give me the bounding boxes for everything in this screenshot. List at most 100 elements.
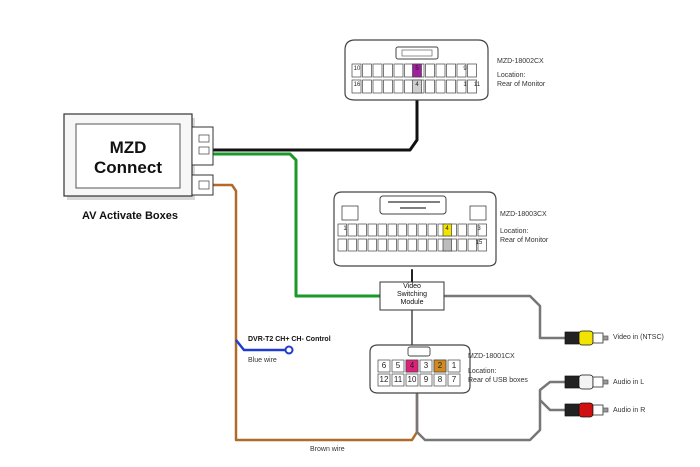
top-connector-part: MZD-18002CX (497, 58, 544, 65)
top-connector-latch-inner (401, 49, 433, 57)
pin-cell (347, 238, 357, 252)
pin-cell (393, 63, 404, 78)
middle-pin-label: 15 (475, 240, 483, 246)
pin-cell (457, 238, 467, 252)
pin-cell (456, 63, 467, 78)
top-pin-label: 16 (353, 82, 361, 88)
rca-plug-audio-right-red (564, 402, 609, 418)
av-box-face (75, 123, 181, 189)
middle-connector-key-left (341, 205, 359, 221)
module-line3: Module (400, 299, 424, 307)
device-name-line2: Connect (94, 157, 162, 177)
pin-cell (446, 79, 456, 94)
rca-plug-pin (602, 335, 609, 341)
bottom-pin-label: 6 (381, 361, 387, 370)
rca-plug-body (564, 375, 580, 389)
pin-cell-highlight-pink (405, 359, 419, 373)
pin-cell (427, 238, 437, 252)
top-connector-location-label: Location: (497, 72, 526, 79)
device-name-line1: MZD (109, 138, 147, 157)
av-box-port-2-slot (198, 180, 210, 190)
pin-cell (435, 79, 446, 94)
top-pin-label: 10 (353, 66, 361, 72)
av-box-port-1 (191, 126, 214, 166)
pin-cell (425, 79, 435, 94)
pin-cell-highlight (442, 223, 452, 237)
pin-cell-highlight (412, 63, 422, 78)
pin-cell (433, 373, 447, 387)
pin-cell (357, 223, 367, 237)
rca-plug-tip (592, 332, 604, 344)
audio-l-label: Audio in L (613, 379, 645, 386)
pin-cell (383, 79, 393, 94)
middle-pin-label: 1 (343, 226, 347, 232)
pin-cell (435, 63, 446, 78)
pin-cell (425, 63, 435, 78)
top-pin-label: 1 (463, 82, 467, 88)
pin-cell (447, 373, 461, 387)
blue-wire-terminal (284, 345, 294, 355)
rca-plug-ring (578, 402, 594, 418)
middle-connector-pin-grid (337, 223, 487, 252)
middle-connector-location-label: Location: (500, 228, 529, 235)
top-pin-label: 4 (415, 82, 419, 88)
pin-cell (393, 79, 404, 94)
pin-cell (407, 223, 417, 237)
bottom-pin-label: 2 (437, 361, 443, 370)
rca-plug-ring (578, 330, 594, 346)
pin-cell-shaded (442, 238, 452, 252)
dvr-control-label: DVR-T2 CH+ CH- Control (248, 336, 331, 343)
pin-cell (419, 359, 433, 373)
pin-cell (405, 373, 419, 387)
pin-cell (367, 223, 377, 237)
audio-r-label: Audio in R (613, 407, 646, 414)
rca-plug-pin (602, 379, 609, 385)
brown-wire-label: Brown wire (310, 446, 345, 453)
bottom-pin-label: 9 (423, 375, 429, 384)
pin-cell-highlight-orange (433, 359, 447, 373)
bottom-pin-label: 7 (451, 375, 457, 384)
bottom-pin-label: 8 (437, 375, 443, 384)
blue-wire (235, 339, 286, 352)
blue-wire-label: Blue wire (248, 357, 277, 364)
rca-plug-pin (602, 407, 609, 413)
rca-plug-tip (592, 404, 604, 416)
pin-cell (357, 238, 367, 252)
top-connector-pin-grid (351, 63, 477, 94)
pin-cell (456, 79, 467, 94)
bottom-pin-label: 10 (407, 375, 417, 384)
pin-cell (447, 359, 461, 373)
top-connector-location: Rear of Monitor (497, 81, 546, 88)
pin-cell (391, 359, 405, 373)
pin-cell (362, 79, 372, 94)
pin-cell (467, 79, 477, 94)
rca-plug-video-yellow (564, 330, 609, 346)
pin-cell (377, 373, 391, 387)
rca-plug-tip (592, 376, 604, 388)
bottom-connector-latch (407, 346, 431, 357)
grey-audio-cable (415, 380, 567, 442)
pin-cell (391, 373, 405, 387)
grey-video-cable (442, 294, 567, 340)
pin-cell (351, 63, 362, 78)
pin-cell (362, 63, 372, 78)
bottom-pin-label: 12 (379, 375, 389, 384)
bottom-connector-location-label: Location: (468, 368, 497, 375)
device-name: MZD Connect (76, 138, 180, 177)
top-pin-label: 9 (463, 66, 467, 72)
bottom-pin-label: 5 (395, 361, 401, 370)
pin-cell (419, 373, 433, 387)
av-box-port-1-slot (198, 146, 210, 155)
pin-cell (383, 63, 393, 78)
pin-cell (347, 223, 357, 237)
bottom-pin-label: 1 (451, 361, 457, 370)
pin-cell (337, 238, 347, 252)
pin-cell (387, 238, 397, 252)
pin-cell (397, 223, 407, 237)
pin-cell (477, 238, 487, 252)
pin-cell (397, 238, 407, 252)
pin-cell (417, 238, 427, 252)
rca-plug-body (564, 403, 580, 417)
pin-cell (407, 238, 417, 252)
green-wire (211, 152, 382, 298)
